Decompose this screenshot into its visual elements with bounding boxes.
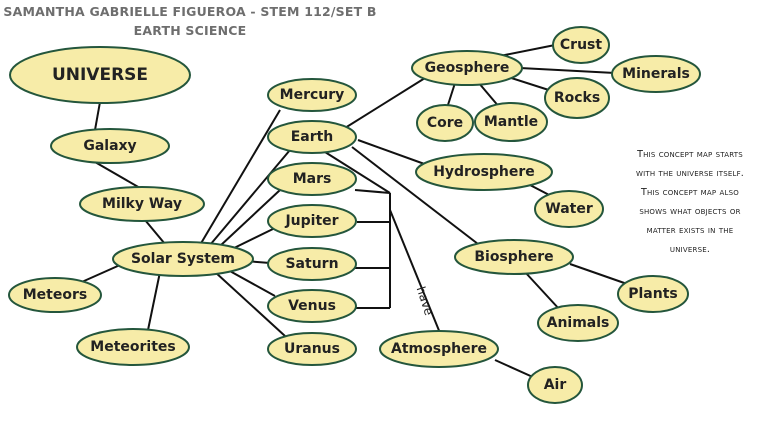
edge-solar-system-uranus xyxy=(214,271,286,337)
node-plants[interactable]: Plants xyxy=(617,275,689,313)
header-author-line: SAMANTHA GABRIELLE FIGUEROA - STEM 112/S… xyxy=(3,4,377,19)
edge-solar-system-meteorites xyxy=(147,271,161,331)
node-water[interactable]: Water xyxy=(534,190,604,228)
edge-label-have: have xyxy=(414,285,436,317)
node-air[interactable]: Air xyxy=(527,366,583,404)
node-universe[interactable]: UNIVERSE xyxy=(9,46,191,104)
note-line: This concept map starts xyxy=(637,149,743,160)
node-uranus-label: Uranus xyxy=(284,341,340,357)
node-universe-label: UNIVERSE xyxy=(52,65,148,85)
node-meteorites[interactable]: Meteorites xyxy=(76,328,190,366)
header-subject-line: EARTH SCIENCE xyxy=(133,23,247,38)
node-animals-label: Animals xyxy=(547,315,610,331)
node-meteors-label: Meteors xyxy=(23,287,87,303)
edge-earth-biosphere xyxy=(351,146,479,245)
description-note: This concept map starts with the univers… xyxy=(610,145,768,259)
edge-earth-hydrosphere xyxy=(357,139,431,167)
node-jupiter[interactable]: Jupiter xyxy=(267,204,357,238)
note-line: matter exists in the xyxy=(646,225,734,236)
node-geosphere[interactable]: Geosphere xyxy=(411,50,523,86)
node-venus[interactable]: Venus xyxy=(267,289,357,323)
node-galaxy-label: Galaxy xyxy=(83,138,136,154)
node-core-label: Core xyxy=(427,115,463,131)
edge-solar-system-mercury xyxy=(199,109,281,246)
edge-planets-have-atmosphere xyxy=(389,209,441,334)
edge-geosphere-crust xyxy=(499,44,556,57)
node-galaxy[interactable]: Galaxy xyxy=(50,128,170,164)
node-plants-label: Plants xyxy=(628,286,678,302)
edge-milky-way-solar-system xyxy=(144,219,166,245)
node-crust-label: Crust xyxy=(560,37,602,53)
node-hydrosphere[interactable]: Hydrosphere xyxy=(415,153,553,191)
edge-solar-system-earth xyxy=(209,149,291,246)
node-solar-system-label: Solar System xyxy=(131,251,235,267)
edge-earth-have-bracket xyxy=(324,151,391,194)
node-mantle-label: Mantle xyxy=(484,114,538,130)
node-crust[interactable]: Crust xyxy=(552,26,610,64)
node-hydrosphere-label: Hydrosphere xyxy=(433,164,535,180)
note-line: This concept map also xyxy=(641,187,739,198)
node-geosphere-label: Geosphere xyxy=(425,60,510,76)
note-line: shows what objects or xyxy=(639,206,741,217)
edge-geosphere-rocks xyxy=(504,75,556,93)
edge-solar-system-venus xyxy=(227,269,276,297)
node-meteorites-label: Meteorites xyxy=(90,339,175,355)
node-atmosphere-label: Atmosphere xyxy=(391,341,487,357)
node-uranus[interactable]: Uranus xyxy=(267,332,357,366)
node-animals[interactable]: Animals xyxy=(537,304,619,342)
node-milky-way[interactable]: Milky Way xyxy=(79,186,205,222)
node-atmosphere[interactable]: Atmosphere xyxy=(379,330,499,368)
node-core[interactable]: Core xyxy=(416,104,474,142)
note-line: universe. xyxy=(669,244,711,255)
node-saturn-label: Saturn xyxy=(285,256,338,272)
node-mars[interactable]: Mars xyxy=(267,162,357,196)
node-biosphere-label: Biosphere xyxy=(474,249,553,265)
edge-solar-system-jupiter xyxy=(229,227,276,251)
node-milky-way-label: Milky Way xyxy=(102,196,182,212)
node-venus-label: Venus xyxy=(288,298,336,314)
node-mercury-label: Mercury xyxy=(280,87,345,103)
edge-universe-galaxy xyxy=(94,101,101,131)
node-meteors[interactable]: Meteors xyxy=(8,277,102,313)
note-line: with the universe itself. xyxy=(635,168,745,179)
edge-galaxy-milky-way xyxy=(94,161,141,189)
node-mars-label: Mars xyxy=(293,171,332,187)
node-minerals[interactable]: Minerals xyxy=(611,55,701,93)
node-earth[interactable]: Earth xyxy=(267,120,357,154)
edge-atmosphere-air xyxy=(494,359,536,379)
edge-solar-system-mars xyxy=(219,189,281,247)
node-air-label: Air xyxy=(544,377,567,393)
node-minerals-label: Minerals xyxy=(622,66,690,82)
node-mantle[interactable]: Mantle xyxy=(474,102,548,142)
node-jupiter-label: Jupiter xyxy=(284,213,338,229)
header: SAMANTHA GABRIELLE FIGUEROA - STEM 112/S… xyxy=(0,2,380,40)
node-earth-label: Earth xyxy=(291,129,334,145)
node-water-label: Water xyxy=(545,201,593,217)
edge-biosphere-plants xyxy=(569,263,631,286)
nodes: UNIVERSE Galaxy Milky Way Solar System M… xyxy=(8,26,701,404)
edge-geosphere-minerals xyxy=(519,67,616,74)
node-rocks[interactable]: Rocks xyxy=(544,77,610,119)
node-biosphere[interactable]: Biosphere xyxy=(454,239,574,275)
edge-biosphere-animals xyxy=(524,271,561,311)
node-saturn[interactable]: Saturn xyxy=(267,247,357,281)
edge-earth-geosphere xyxy=(344,77,426,129)
node-solar-system[interactable]: Solar System xyxy=(112,241,254,277)
node-rocks-label: Rocks xyxy=(554,90,600,106)
node-mercury[interactable]: Mercury xyxy=(267,78,357,112)
edge-geosphere-core xyxy=(446,82,456,109)
edge-mars-bracket xyxy=(354,189,391,194)
